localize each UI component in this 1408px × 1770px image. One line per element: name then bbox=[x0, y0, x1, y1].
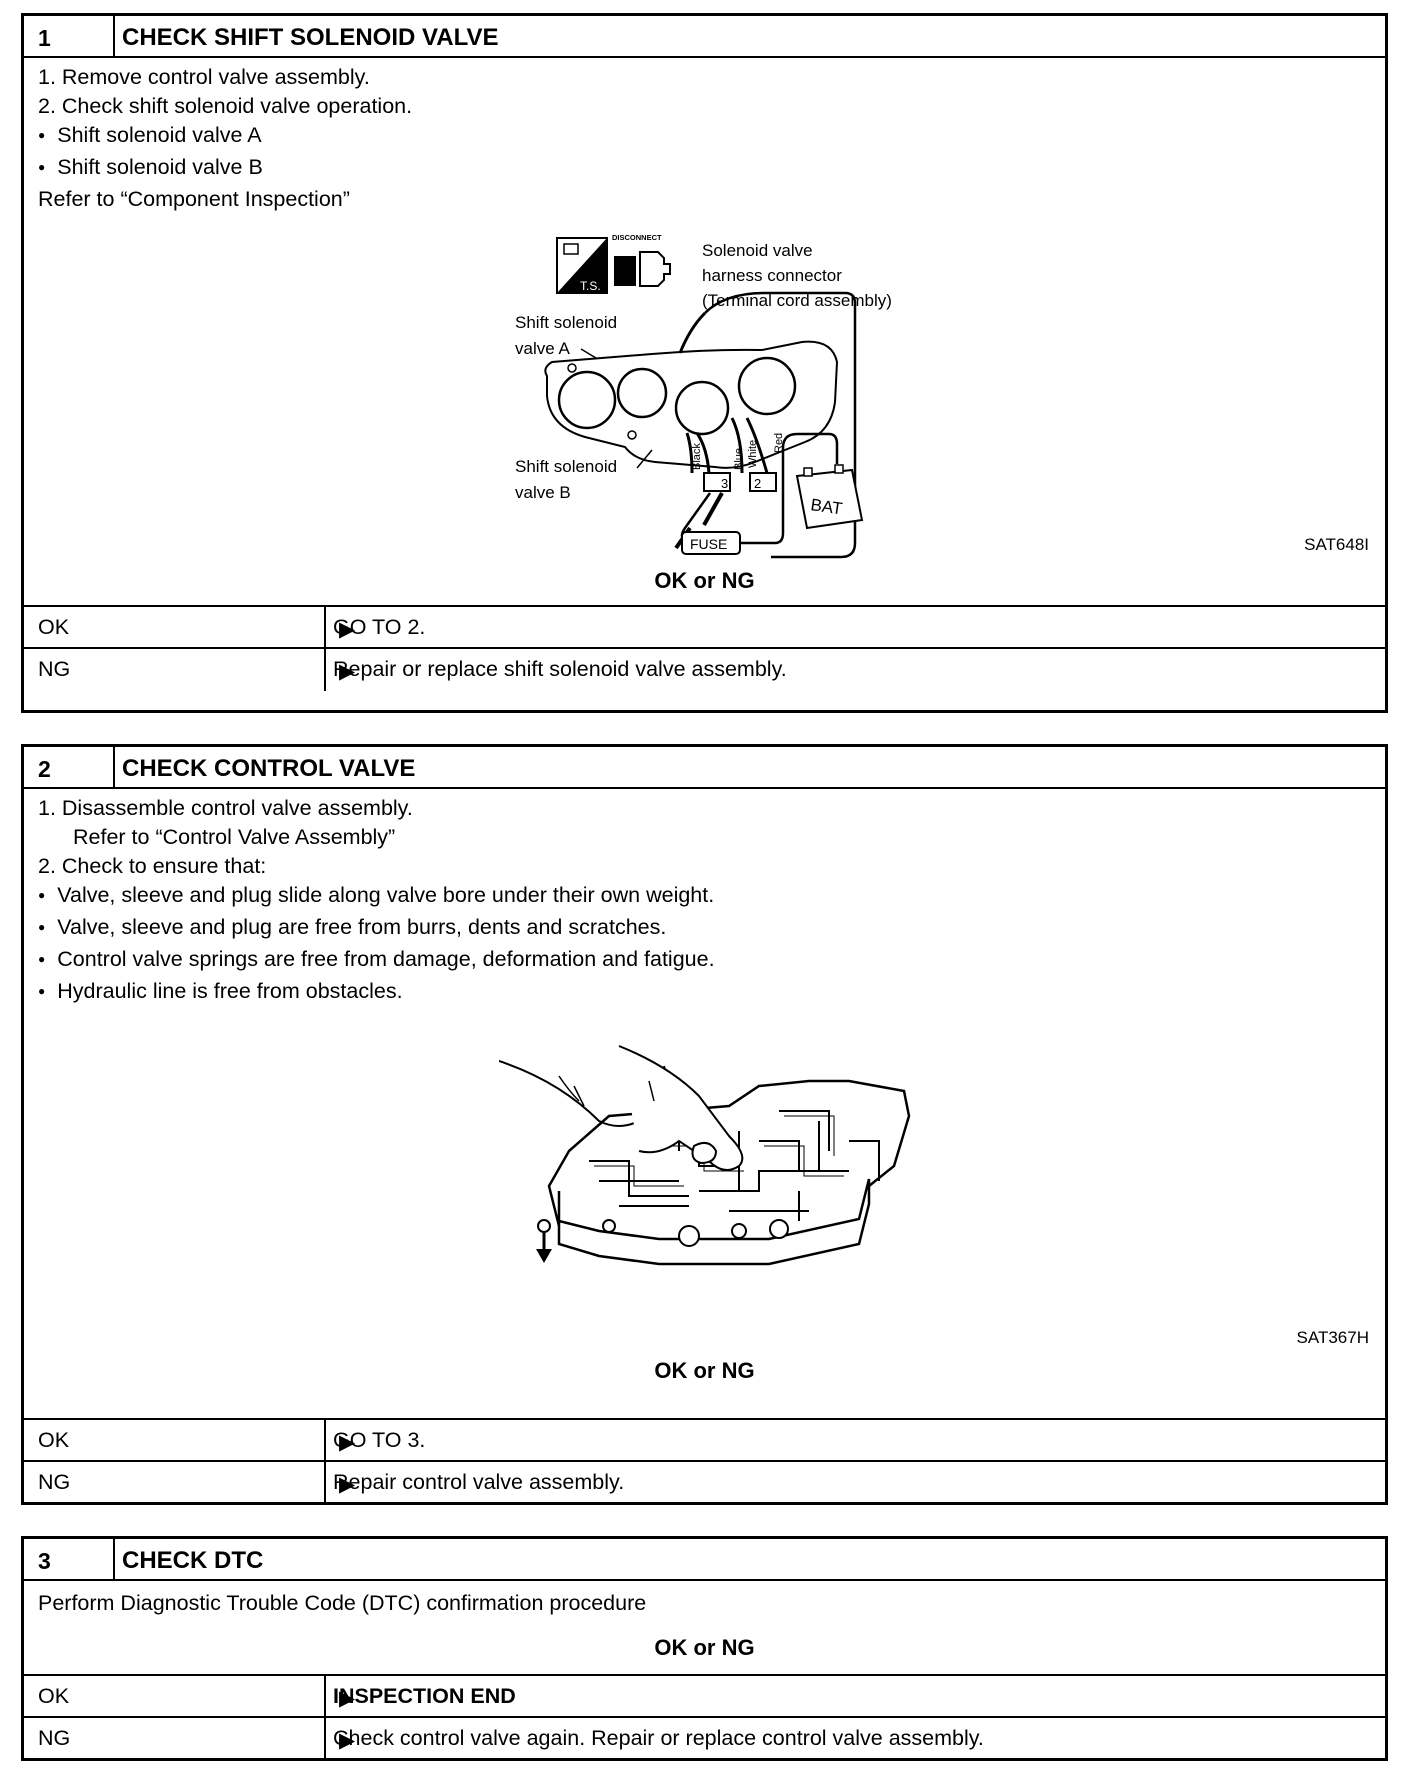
ts-icon: T.S. bbox=[556, 237, 608, 294]
terminal-label: 3 bbox=[721, 476, 728, 491]
wire-label: White bbox=[747, 440, 759, 468]
connector-label: Solenoid valve bbox=[702, 241, 813, 260]
valve-b-label: Shift solenoid bbox=[515, 457, 617, 476]
valve-a-label: valve A bbox=[515, 339, 570, 358]
arrow-icon: ▶ bbox=[339, 1729, 356, 1752]
step-1-header: 1 CHECK SHIFT SOLENOID VALVE bbox=[24, 16, 1385, 58]
arrow-icon: ▶ bbox=[339, 1431, 356, 1454]
step-2-body: 1. Disassemble control valve assembly. R… bbox=[24, 789, 1385, 1418]
arrow-icon: ▶ bbox=[339, 660, 356, 683]
ng-result: Repair control valve assembly. bbox=[324, 1462, 1385, 1504]
ok-result: GO TO 3. bbox=[324, 1420, 1385, 1460]
battery-icon: BAT bbox=[795, 464, 864, 530]
svg-text:DISCONNECT: DISCONNECT bbox=[612, 233, 662, 242]
ng-label: NG bbox=[38, 1726, 71, 1750]
step-1-line: 1. Remove control valve assembly. bbox=[38, 65, 370, 89]
step-1-block: 1 CHECK SHIFT SOLENOID VALVE 1. Remove c… bbox=[21, 13, 1388, 713]
ng-row: NG ▶ Repair or replace shift solenoid val… bbox=[24, 647, 1385, 691]
ok-row: OK ▶ INSPECTION END bbox=[24, 1674, 1385, 1716]
step-1-bullet: Shift solenoid valve B bbox=[38, 153, 1385, 185]
ok-or-ng-label: OK or NG bbox=[654, 568, 755, 593]
step-1-number: 1 bbox=[24, 16, 115, 56]
ok-result: INSPECTION END bbox=[324, 1676, 1385, 1716]
step-2-bullet: Valve, sleeve and plug are free from bur… bbox=[38, 913, 1385, 945]
ok-label: OK bbox=[38, 615, 70, 639]
ng-label: NG bbox=[38, 657, 71, 681]
step-2-block: 2 CHECK CONTROL VALVE 1. Disassemble con… bbox=[21, 744, 1388, 1505]
ok-row: OK ▶ GO TO 3. bbox=[24, 1418, 1385, 1460]
step-3-header: 3 CHECK DTC bbox=[24, 1539, 1385, 1581]
figure-code: SAT367H bbox=[1296, 1328, 1369, 1347]
step-2-line: Refer to “Control Valve Assembly” bbox=[73, 825, 396, 849]
step-1-body: 1. Remove control valve assembly. 2. Che… bbox=[24, 58, 1385, 605]
ng-row: NG ▶ Check control valve again. Repair or… bbox=[24, 1716, 1385, 1758]
ng-label: NG bbox=[38, 1470, 71, 1494]
step-2-bullet: Control valve springs are free from dama… bbox=[38, 945, 1385, 977]
arrow-icon: ▶ bbox=[339, 618, 356, 641]
step-3-body: Perform Diagnostic Trouble Code (DTC) co… bbox=[24, 1581, 1385, 1674]
ok-or-ng-label: OK or NG bbox=[654, 1358, 755, 1383]
disconnect-icon: DISCONNECT bbox=[612, 233, 671, 287]
step-2-title: CHECK CONTROL VALVE bbox=[122, 755, 416, 782]
ok-label: OK bbox=[38, 1684, 70, 1708]
ok-label: OK bbox=[38, 1428, 70, 1452]
figure-code: SAT648I bbox=[1304, 535, 1369, 554]
valve-a-label: Shift solenoid bbox=[515, 313, 617, 332]
step-3-number: 3 bbox=[24, 1539, 115, 1579]
ok-or-ng-label: OK or NG bbox=[654, 1635, 755, 1660]
step-1-title: CHECK SHIFT SOLENOID VALVE bbox=[122, 24, 499, 51]
step-2-line: 1. Disassemble control valve assembly. bbox=[38, 796, 413, 820]
step-2-bullet: Valve, sleeve and plug slide along valve… bbox=[38, 881, 1385, 913]
arrow-icon: ▶ bbox=[339, 1473, 356, 1496]
step-2-line: 2. Check to ensure that: bbox=[38, 854, 267, 878]
step-3-line: Perform Diagnostic Trouble Code (DTC) co… bbox=[38, 1591, 647, 1615]
step-1-line: 2. Check shift solenoid valve operation. bbox=[38, 94, 413, 118]
connector-label: (Terminal cord assembly) bbox=[702, 291, 892, 310]
svg-text:T.S.: T.S. bbox=[580, 279, 601, 293]
terminal-label: 2 bbox=[754, 476, 761, 491]
solenoid-test-diagram: T.S. DISCONNECT Solenoid valve harness c… bbox=[515, 233, 892, 559]
step-3-block: 3 CHECK DTC Perform Diagnostic Trouble C… bbox=[21, 1536, 1388, 1761]
step-2-header: 2 CHECK CONTROL VALVE bbox=[24, 747, 1385, 789]
ng-result: Repair or replace shift solenoid valve a… bbox=[324, 649, 1385, 691]
control-valve-illustration bbox=[499, 1045, 911, 1266]
wire-label: Black bbox=[691, 443, 703, 470]
down-arrow-icon bbox=[536, 1219, 552, 1263]
ng-result: Check control valve again. Repair or rep… bbox=[324, 1718, 1385, 1758]
step-1-line: Refer to “Component Inspection” bbox=[38, 187, 350, 211]
arrow-icon: ▶ bbox=[339, 1687, 356, 1710]
ok-result: GO TO 2. bbox=[324, 607, 1385, 647]
fuse-label: FUSE bbox=[690, 536, 727, 552]
wire-label: Blue bbox=[733, 448, 745, 470]
step-2-number: 2 bbox=[24, 747, 115, 787]
svg-text:BAT: BAT bbox=[809, 495, 843, 518]
ok-row: OK ▶ GO TO 2. bbox=[24, 605, 1385, 647]
connector-label: harness connector bbox=[702, 266, 842, 285]
step-2-bullet: Hydraulic line is free from obstacles. bbox=[38, 977, 1385, 1009]
valve-b-label: valve B bbox=[515, 483, 571, 502]
step-3-title: CHECK DTC bbox=[122, 1547, 264, 1574]
step-1-bullet: Shift solenoid valve A bbox=[38, 121, 1385, 153]
ng-row: NG ▶ Repair control valve assembly. bbox=[24, 1460, 1385, 1504]
